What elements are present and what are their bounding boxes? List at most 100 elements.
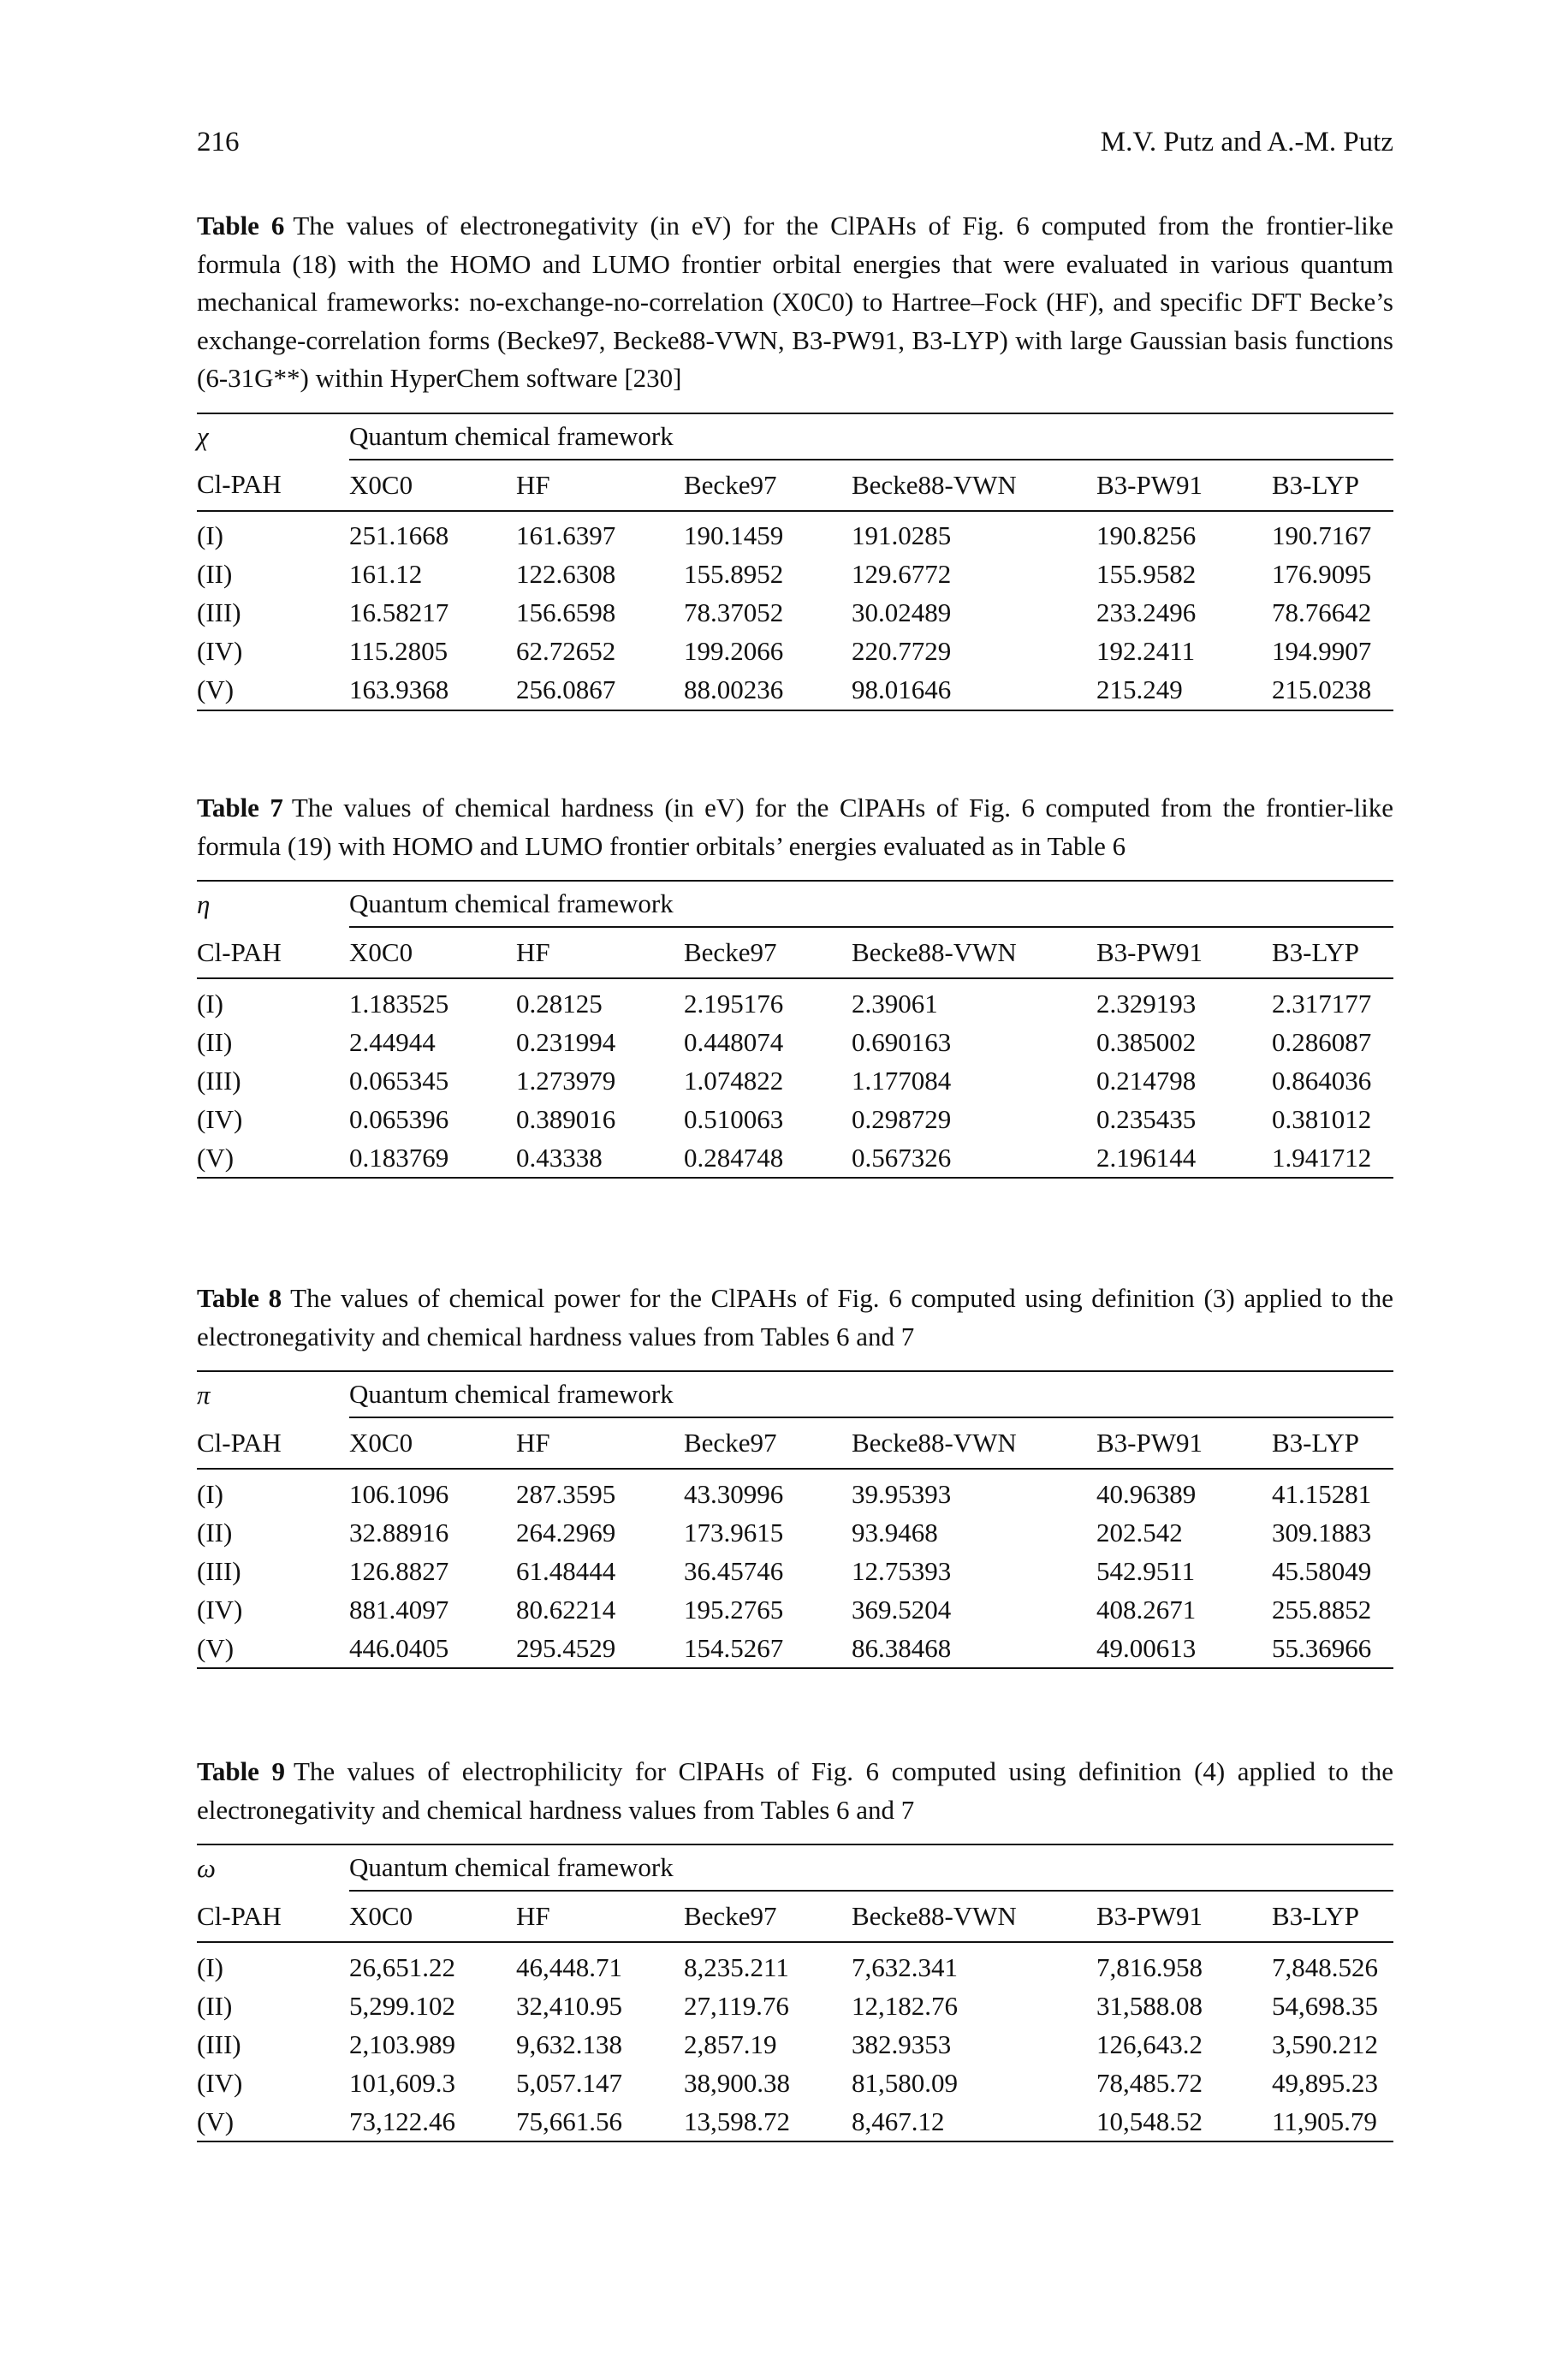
column-header: B3-PW91 [1096, 1417, 1272, 1470]
row-label: (I) [197, 988, 223, 1019]
table-cell: 215.249 [1096, 674, 1183, 704]
table-cell: 192.2411 [1096, 636, 1196, 666]
table-cell: 309.1883 [1272, 1517, 1372, 1547]
row-label: (I) [197, 1478, 223, 1509]
table-cell: 0.286087 [1272, 1026, 1372, 1057]
row-label: (III) [197, 2029, 241, 2059]
row-label: (II) [197, 1026, 233, 1057]
row-label: (IV) [197, 2067, 243, 2098]
row-label: (V) [197, 674, 235, 704]
table-cell: 31,588.08 [1096, 1990, 1203, 2021]
column-header: Cl-PAH [197, 1891, 349, 1943]
table-cell: 2.317177 [1272, 988, 1372, 1019]
table-cell: 155.8952 [684, 559, 784, 589]
running-head-authors: M.V. Putz and A.-M. Putz [1100, 127, 1393, 157]
table-cell: 75,661.56 [516, 2106, 622, 2136]
row-label: (IV) [197, 1594, 243, 1625]
table-cell: 12.75393 [852, 1555, 952, 1586]
table-cell: 88.00236 [684, 674, 784, 704]
table-cell: 446.0405 [349, 1632, 449, 1663]
table-cell: 369.5204 [852, 1594, 952, 1625]
table-cell: 881.4097 [349, 1594, 449, 1625]
column-header: Becke88-VWN [852, 1417, 1096, 1470]
column-header: X0C0 [349, 1417, 516, 1470]
table-cell: 215.0238 [1272, 674, 1372, 704]
table-cell: 1.273979 [516, 1065, 616, 1096]
table-cell: 7,816.958 [1096, 1951, 1203, 1982]
table-cell: 49,895.23 [1272, 2067, 1378, 2098]
table-cell: 0.385002 [1096, 1026, 1197, 1057]
framework-label: Quantum chemical framework [349, 1371, 1393, 1418]
column-header: B3-PW91 [1096, 459, 1272, 512]
table-cell: 154.5267 [684, 1632, 784, 1663]
column-header: X0C0 [349, 459, 516, 512]
column-header: Cl-PAH [197, 1417, 349, 1470]
table-cell: 32.88916 [349, 1517, 449, 1547]
column-header: Becke88-VWN [852, 927, 1096, 979]
table-cell: 7,632.341 [852, 1951, 958, 1982]
table-cell: 156.6598 [516, 597, 616, 627]
row-label: (IV) [197, 636, 243, 666]
column-header: X0C0 [349, 1891, 516, 1943]
row-label: (III) [197, 597, 241, 627]
table-cell: 1.941712 [1272, 1142, 1372, 1173]
framework-label: Quantum chemical framework [349, 881, 1393, 928]
table-cell: 86.38468 [852, 1632, 952, 1663]
table-cell: 256.0867 [516, 674, 616, 704]
table-cell: 11,905.79 [1272, 2106, 1377, 2136]
table-cell: 190.8256 [1096, 520, 1197, 550]
column-header: B3-LYP [1272, 459, 1393, 512]
caption-text: The values of electronegativity (in eV) … [197, 211, 1393, 393]
table-cell: 16.58217 [349, 597, 449, 627]
row-label: (I) [197, 520, 223, 550]
column-header: B3-PW91 [1096, 927, 1272, 979]
table-cell: 81,580.09 [852, 2067, 958, 2098]
table-cell: 176.9095 [1272, 559, 1372, 589]
table-cell: 43.30996 [684, 1478, 784, 1509]
table-cell: 255.8852 [1272, 1594, 1372, 1625]
column-header: X0C0 [349, 927, 516, 979]
column-header: HF [516, 1891, 684, 1943]
table-cell: 173.9615 [684, 1517, 784, 1547]
quantity-symbol: π [197, 1379, 211, 1410]
column-header: Becke97 [684, 1417, 852, 1470]
table-cell: 80.62214 [516, 1594, 616, 1625]
table-cell: 0.231994 [516, 1026, 616, 1057]
page-header: 216 M.V. Putz and A.-M. Putz [197, 127, 1393, 158]
column-header: Becke88-VWN [852, 1891, 1096, 1943]
table-cell: 78,485.72 [1096, 2067, 1203, 2098]
table-cell: 1.177084 [852, 1065, 952, 1096]
table-cell: 126.8827 [349, 1555, 449, 1586]
table-cell: 0.235435 [1096, 1103, 1197, 1134]
table-cell: 10,548.52 [1096, 2106, 1203, 2136]
framework-label: Quantum chemical framework [349, 1844, 1393, 1892]
column-header: B3-PW91 [1096, 1891, 1272, 1943]
table-cell: 0.448074 [684, 1026, 784, 1057]
table-cell: 0.284748 [684, 1142, 784, 1173]
table-cell: 73,122.46 [349, 2106, 455, 2136]
row-label: (II) [197, 1990, 233, 2021]
table-cell: 161.12 [349, 559, 423, 589]
table-cell: 0.690163 [852, 1026, 952, 1057]
column-header: HF [516, 927, 684, 979]
table-cell: 54,698.35 [1272, 1990, 1378, 2021]
table-cell: 8,235.211 [684, 1951, 789, 1982]
